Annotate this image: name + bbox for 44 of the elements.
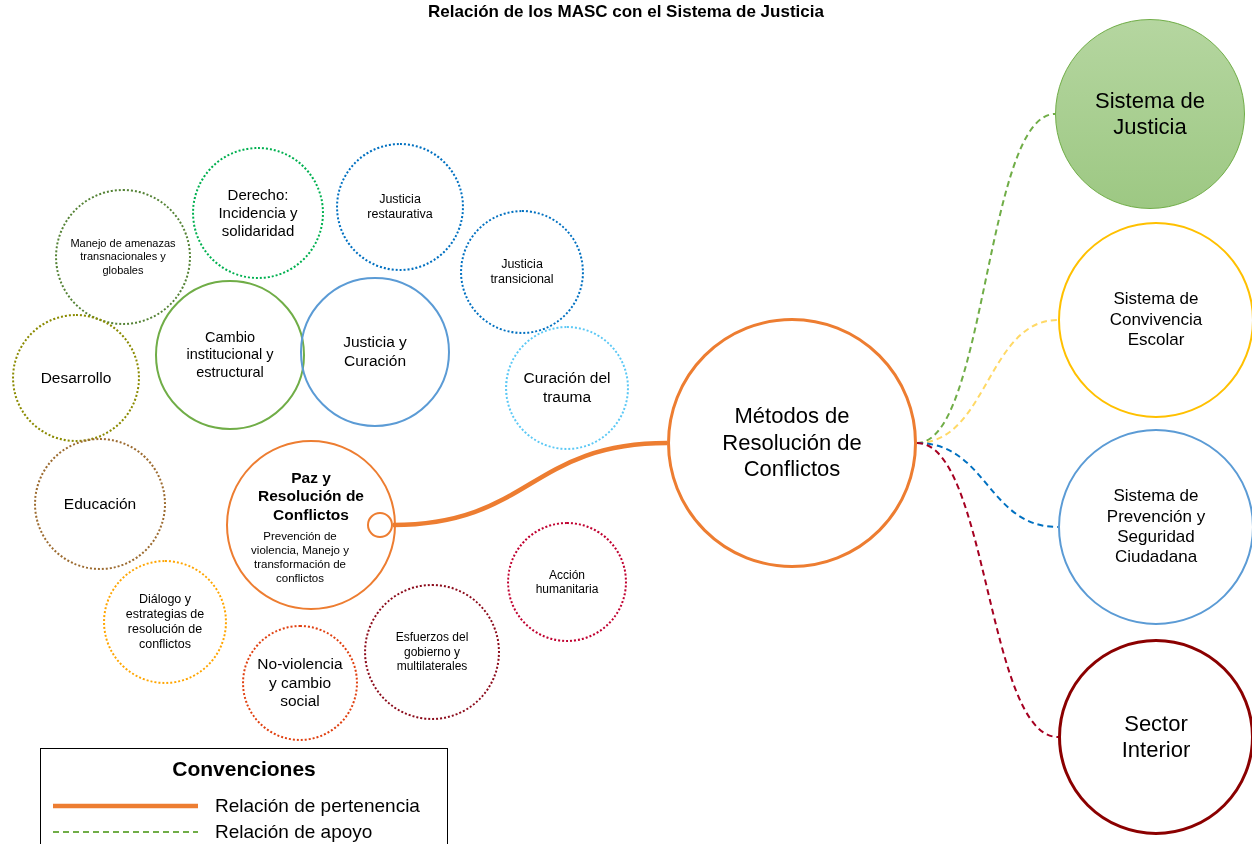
topic-circle [242, 625, 358, 741]
topic-circle [55, 189, 191, 325]
node-label: Desarrollo [40, 368, 112, 388]
node-label: Cambio institucional y estructural [185, 328, 275, 382]
heading: Paz y Resolución de Conflictos [257, 468, 365, 525]
node-label: Métodos de Resolución de Conflictos [721, 403, 863, 483]
topic-circle [460, 210, 584, 334]
title: Relación de los MASC con el Sistema de Justicia [427, 2, 825, 22]
node-label: Justicia y Curación [342, 333, 408, 371]
node-label: Curación del trauma [522, 369, 612, 407]
node-label: Derecho: Incidencia y solidaridad [217, 186, 299, 240]
topic-circle [364, 584, 500, 720]
topic-circle [505, 326, 629, 450]
legend-text: Relación de pertenencia [215, 795, 420, 817]
node-label: Justicia transicional [489, 257, 555, 287]
legend-heading: Convenciones [171, 757, 317, 781]
node-label: Justicia restaurativa [366, 192, 434, 222]
node-label: Acción humanitaria [534, 567, 600, 597]
topic-circle [155, 280, 305, 430]
topic-circle [667, 318, 917, 568]
topic-circle [192, 147, 324, 279]
topic-circle [1058, 222, 1252, 418]
topic-circle [300, 277, 450, 427]
node-label: Diálogo y estrategias de resolución de conflictos [124, 592, 206, 652]
node-label: Sistema de Convivencia Escolar [1108, 289, 1204, 351]
connector-circle [367, 512, 393, 538]
legend-text: Relación de apoyo [215, 821, 373, 843]
topic-circle [1058, 639, 1252, 835]
node-label: Manejo de amenazas transnacionales y globales [69, 237, 177, 277]
node-label: Sistema de Prevención y Seguridad Ciudadana [1105, 486, 1207, 568]
connector-line [916, 442, 1059, 738]
node-label: Sector Interior [1120, 710, 1192, 764]
node-label: No-violencia y cambio social [256, 655, 344, 711]
node-label: Sistema de Justicia [1093, 87, 1207, 141]
node-label: Educación [63, 494, 137, 514]
topic-circle [507, 522, 627, 642]
topic-circle [336, 143, 464, 271]
topic-circle [226, 440, 396, 610]
node-label: Esfuerzos del gobierno y multilaterales [394, 630, 470, 674]
topic-circle [1058, 429, 1252, 625]
topic-circle [103, 560, 227, 684]
topic-circle [34, 438, 166, 570]
node-label: Prevención de violencia, Manejo y transformación de conflictos [251, 530, 349, 586]
topic-circle [12, 314, 140, 442]
